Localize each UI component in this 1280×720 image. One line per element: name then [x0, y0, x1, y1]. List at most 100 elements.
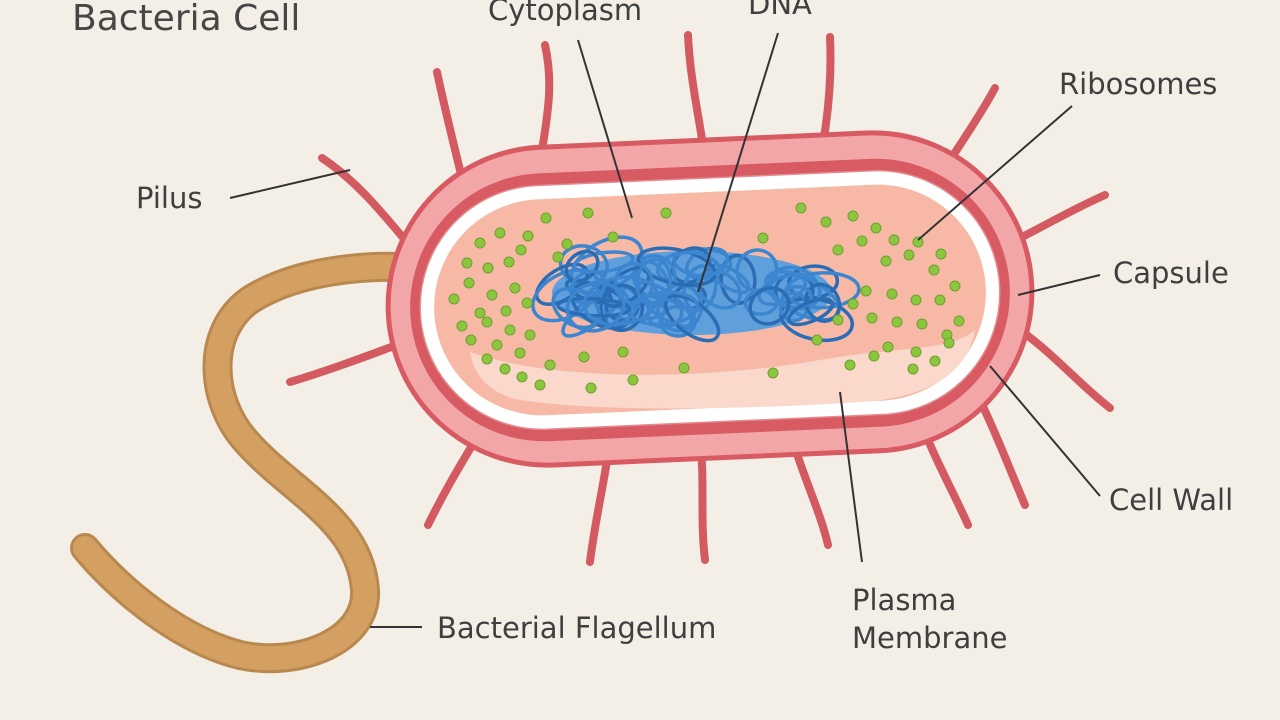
leader-line-dna	[697, 32, 779, 293]
ribosome-dot	[465, 334, 477, 346]
ribosome-dot	[607, 231, 619, 243]
ribosome-dot	[448, 293, 460, 305]
ribosome-dot	[767, 367, 779, 379]
dna-loop	[787, 297, 835, 327]
ribosome-dot	[491, 339, 503, 351]
ribosome-dot	[474, 307, 486, 319]
ribosome-dot	[856, 235, 868, 247]
ribosome-dot	[474, 237, 486, 249]
ribosome-dot	[870, 222, 882, 234]
dna-loop	[572, 250, 635, 274]
ribosome-dot	[522, 230, 534, 242]
ribosome-dot	[456, 320, 468, 332]
ribosome-dot	[795, 202, 807, 214]
ribosome-dot	[847, 298, 859, 310]
ribosome-dot	[552, 251, 564, 263]
ribosome-dot	[929, 355, 941, 367]
ribosome-dot	[935, 248, 947, 260]
ribosome-dot	[582, 207, 594, 219]
leader-line-capsule	[1017, 274, 1101, 296]
dna-loop	[599, 283, 645, 333]
ribosome-dot	[832, 314, 844, 326]
ribosome-dot	[757, 232, 769, 244]
leader-line-cytoplasm	[577, 39, 633, 219]
ribosome-dot	[888, 234, 900, 246]
ribosome-dot	[481, 353, 493, 365]
ribosome-dot	[832, 244, 844, 256]
label-plasma-membrane-line1: Plasma	[852, 583, 957, 617]
ribosome-dot	[585, 382, 597, 394]
ribosome-dot	[627, 374, 639, 386]
label-cytoplasm: Cytoplasm	[488, 0, 643, 27]
ribosome-dot	[811, 334, 823, 346]
ribosome-dot	[544, 359, 556, 371]
ribosome-dot	[561, 238, 573, 250]
ribosome-dot	[482, 262, 494, 274]
ribosome-dot	[860, 285, 872, 297]
pilus-strand	[318, 154, 409, 244]
dna-loop	[803, 282, 842, 323]
ribosome-dot	[916, 318, 928, 330]
ribosome-dot	[660, 207, 672, 219]
ribosome-dot	[514, 347, 526, 359]
leader-line-cell-wall	[989, 365, 1101, 497]
ribosome-dot	[882, 341, 894, 353]
ribosome-dot	[866, 312, 878, 324]
dna-loop	[556, 296, 632, 318]
label-ribosomes: Ribosomes	[1059, 67, 1218, 101]
ribosome-dot	[880, 255, 892, 267]
ribosome-dot	[521, 297, 533, 309]
dna-loop	[582, 275, 660, 327]
ribosome-dot	[928, 264, 940, 276]
dna-loop	[748, 286, 791, 326]
ribosome-dot	[578, 351, 590, 363]
dna-loop	[735, 248, 779, 293]
ribosome-dot	[820, 216, 832, 228]
pilus-strand	[1016, 326, 1114, 412]
dna-loop	[635, 257, 672, 307]
ribosome-dot	[486, 289, 498, 301]
ribosome-dot	[617, 346, 629, 358]
ribosome-dot	[844, 359, 856, 371]
ribosome-dot	[886, 288, 898, 300]
ribosome-dot	[463, 277, 475, 289]
ribosomes	[448, 202, 965, 394]
label-pilus: Pilus	[136, 181, 203, 215]
ribosome-dot	[494, 227, 506, 239]
dna-loop	[757, 273, 808, 307]
dna-loop	[719, 253, 757, 305]
dna-loop	[613, 261, 655, 305]
ribosome-dot	[934, 294, 946, 306]
leader-line-pilus	[229, 169, 351, 199]
ribosome-dot	[868, 350, 880, 362]
ribosome-dot	[949, 280, 961, 292]
ribosome-dot	[524, 329, 536, 341]
ribosome-dot	[891, 316, 903, 328]
dna-nucleoid	[531, 235, 861, 343]
ribosome-dot	[499, 363, 511, 375]
leader-lines	[229, 32, 1101, 628]
ribosome-dot	[912, 236, 924, 248]
ribosome-dot	[503, 256, 515, 268]
ribosome-dot	[481, 316, 493, 328]
ribosome-dot	[847, 210, 859, 222]
dna-loop	[565, 281, 626, 333]
leader-line-plasma-membrane	[839, 391, 863, 563]
leader-line-ribosomes	[917, 105, 1073, 241]
ribosome-dot	[910, 294, 922, 306]
ribosome-dot	[509, 282, 521, 294]
ribosome-dot	[461, 257, 473, 269]
ribosome-dot	[907, 363, 919, 375]
label-cell-wall: Cell Wall	[1109, 483, 1234, 517]
diagram-title: Bacteria Cell	[72, 0, 301, 39]
ribosome-dot	[910, 346, 922, 358]
ribosome-dot	[534, 379, 546, 391]
dna-loop	[564, 249, 600, 283]
ribosome-dot	[943, 337, 955, 349]
label-dna: DNA	[748, 0, 812, 21]
label-plasma-membrane-line2: Membrane	[852, 621, 1008, 655]
ribosome-dot	[903, 249, 915, 261]
ribosome-dot	[504, 324, 516, 336]
ribosome-dot	[953, 315, 965, 327]
